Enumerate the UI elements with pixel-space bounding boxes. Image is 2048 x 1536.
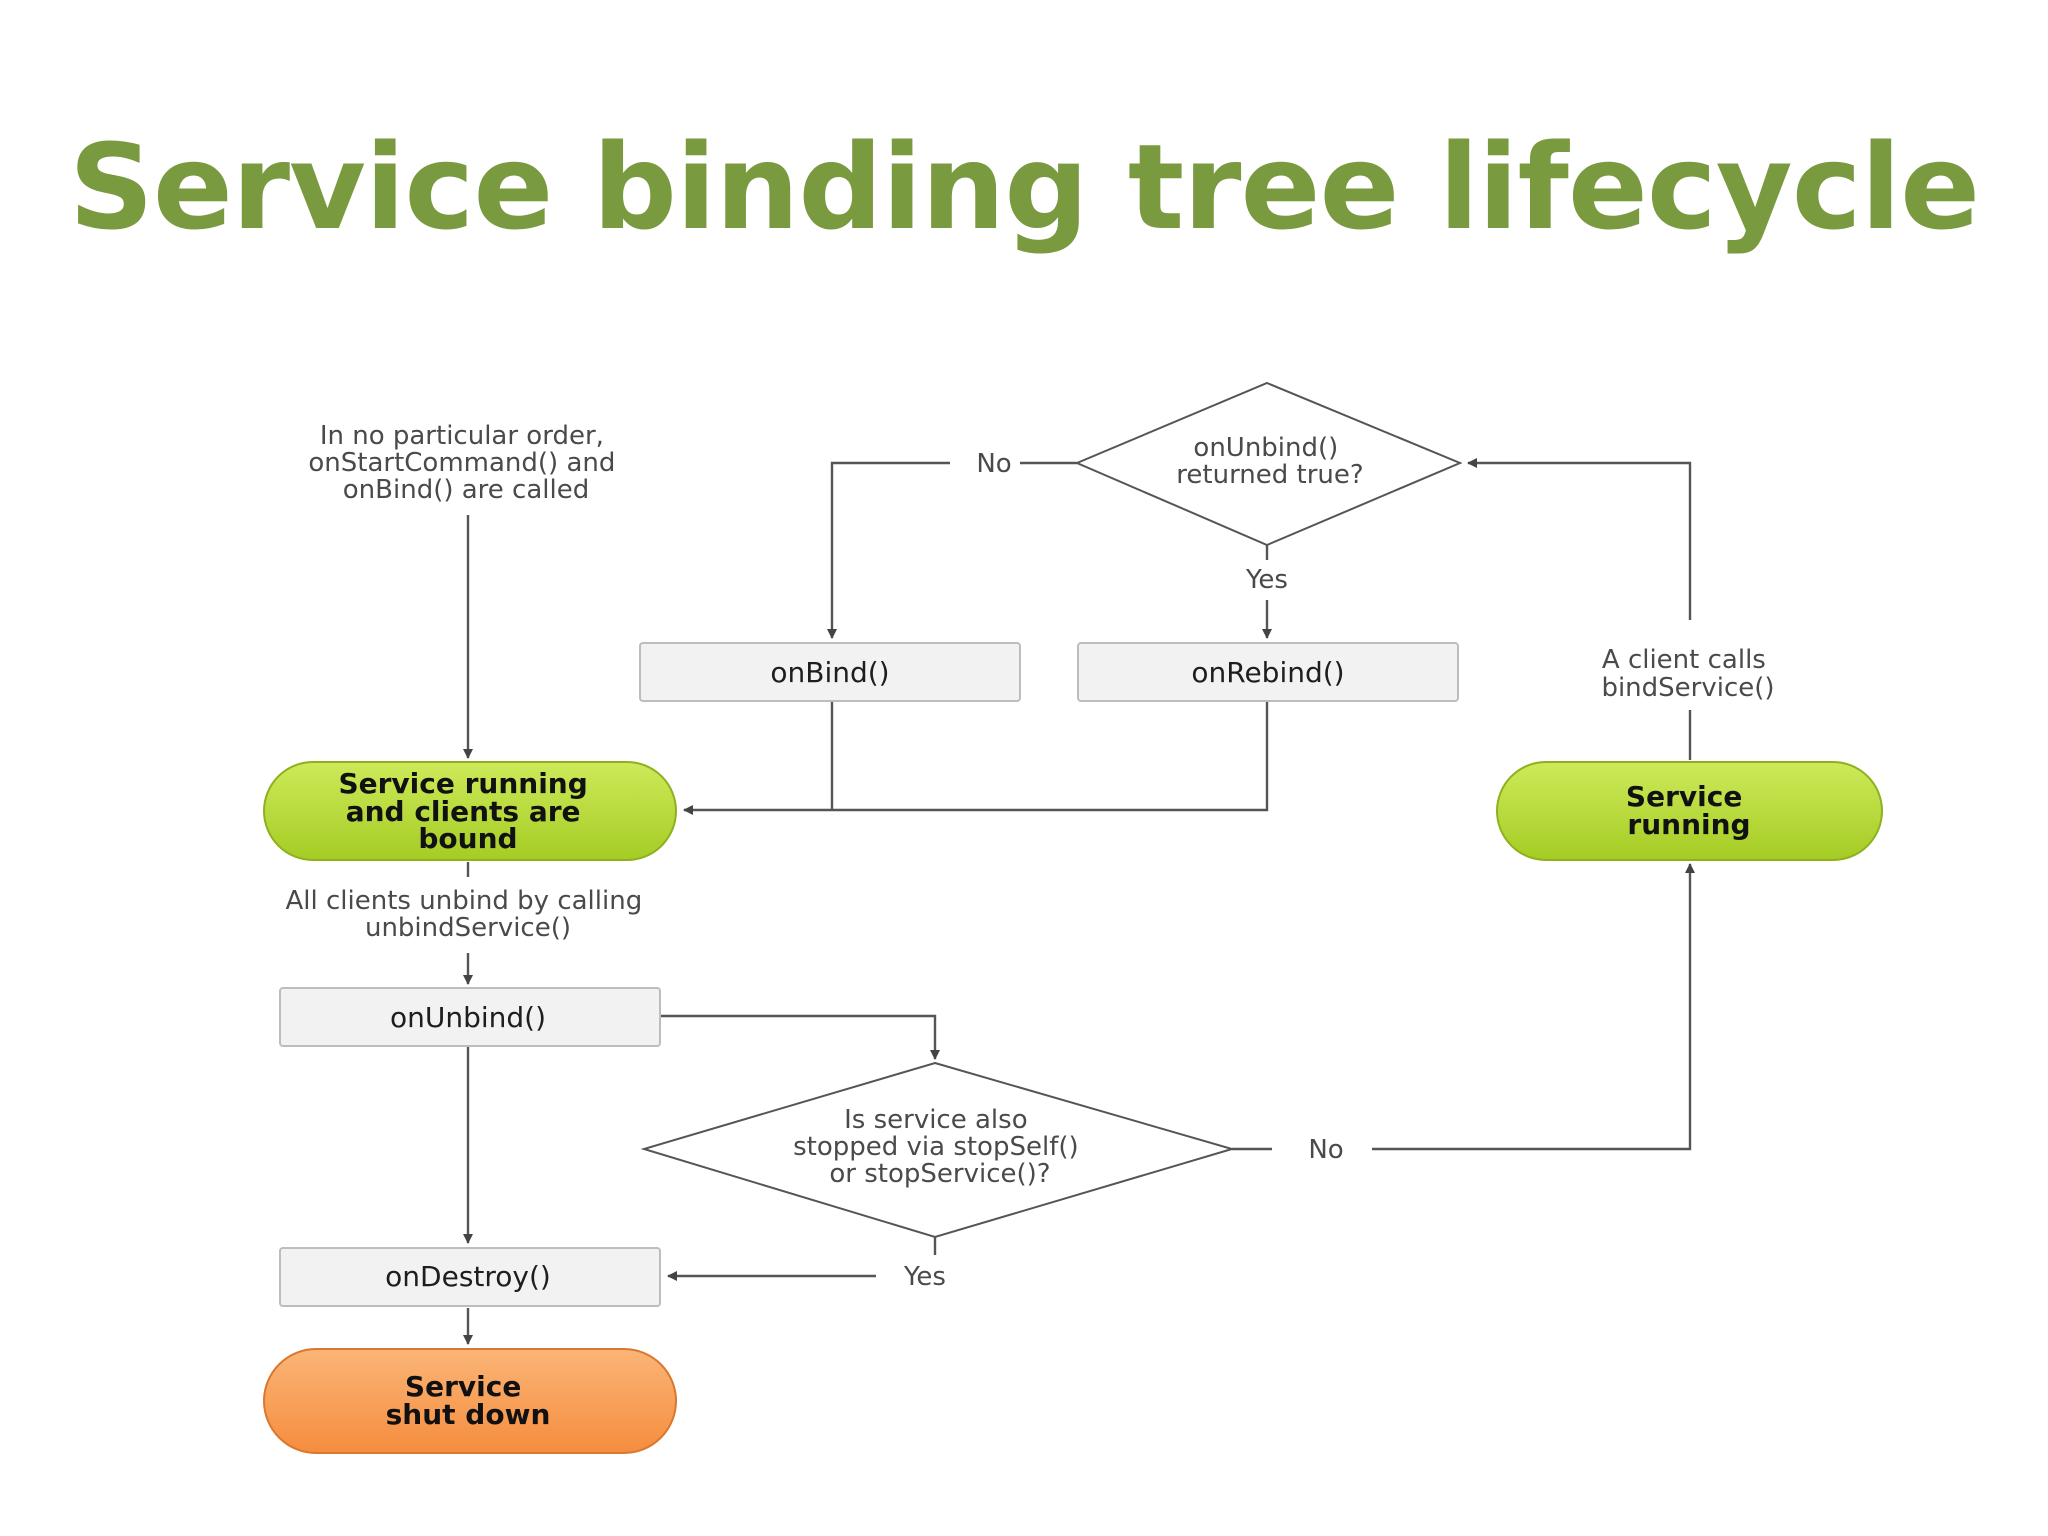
svg-text:Service running and cl: Service running and clients are bound <box>338 767 597 855</box>
label-yes-bottom: Yes <box>903 1262 946 1292</box>
box-onbind: onBind() <box>639 642 1021 702</box>
arrow-onunbind-to-decision <box>660 1014 940 1060</box>
svg-text:onDestroy(): onDestroy() <box>385 1260 551 1293</box>
svg-text:onRebind(): onRebind() <box>1191 656 1344 689</box>
label-client-calls-bindservice: A client calls bindService() <box>1601 645 1774 703</box>
svg-text:Is service also stoppe: Is service also stopped via stopSelf() o… <box>793 1105 1087 1189</box>
node-service-shut-down: Service shut down <box>263 1348 677 1454</box>
node-service-running: Service running <box>1496 761 1883 861</box>
box-onunbind: onUnbind() <box>279 987 661 1047</box>
box-onrebind: onRebind() <box>1077 642 1459 702</box>
svg-text:Service running: Service running <box>1626 780 1752 841</box>
svg-text:onBind(): onBind() <box>770 656 889 689</box>
label-no-right: No <box>1308 1135 1343 1165</box>
node-service-running-bound: Service running and clients are bound <box>263 761 677 861</box>
svg-text:Service shut down: Service shut down <box>386 1370 551 1431</box>
label-no-top: No <box>976 449 1011 479</box>
box-ondestroy: onDestroy() <box>279 1247 661 1307</box>
label-yes-top: Yes <box>1245 565 1288 595</box>
arrow-no-to-service-running <box>1372 863 1695 1151</box>
decision-service-stopped: Is service also stopped via stopSelf() o… <box>640 1061 1236 1239</box>
slide-title: Service binding tree lifecycle <box>68 118 1980 256</box>
svg-text:onUnbind(): onUnbind() <box>390 1001 546 1034</box>
decision-unbind-returned-true: onUnbind() returned true? <box>1074 381 1463 547</box>
arrow-onrebind-to-running-bound <box>683 702 1269 815</box>
svg-text:onUnbind() returned tr: onUnbind() returned true? <box>1176 433 1363 490</box>
note-order-called: In no particular order, onStartCommand()… <box>308 421 623 505</box>
label-all-clients-unbind: All clients unbind by calling unbindServ… <box>286 886 651 943</box>
arrow-client-to-diamond <box>1467 458 1692 620</box>
connectors <box>463 458 1695 1345</box>
arrow-no-to-onbind <box>827 461 950 639</box>
